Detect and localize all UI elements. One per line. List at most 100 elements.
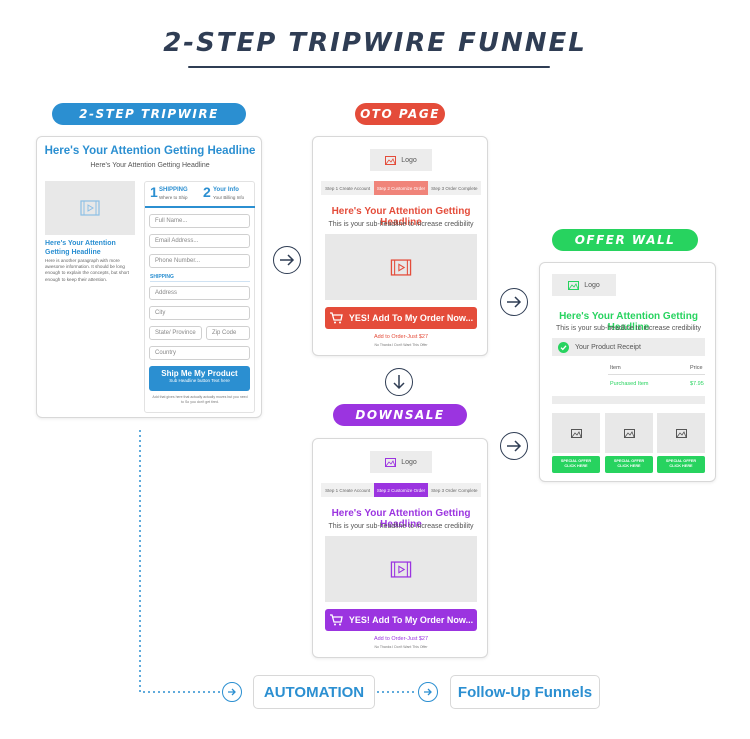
title-underline [188, 66, 550, 68]
automation-box[interactable]: AUTOMATION [253, 675, 375, 709]
arrow-right-icon [418, 682, 438, 702]
email-field[interactable]: Email Address... [149, 234, 250, 248]
arrow-right-icon [500, 288, 528, 316]
step2-sub: Your Billing Info [213, 195, 245, 200]
shipping-label: SHIPPING [150, 274, 174, 280]
downsale-no-thanks[interactable]: No Thanks I Don't Want This Offer [374, 645, 428, 649]
image-icon [568, 280, 580, 290]
image-icon [675, 428, 687, 438]
oto-step-2: Step 2 Customize Order [374, 181, 428, 195]
downsale-add-text[interactable]: Add to Order-Just $27 [373, 636, 429, 642]
image-icon [623, 428, 635, 438]
offer-tile-1: SPECIAL OFFER CLICK HERE [552, 413, 600, 473]
video-placeholder [45, 181, 135, 235]
step1-number: 1 [150, 184, 158, 200]
col-price: Price [690, 365, 703, 371]
tripwire-label: 2-STEP TRIPWIRE FUNNEL [52, 103, 246, 143]
receipt-divider [608, 374, 705, 375]
phone-field[interactable]: Phone Number... [149, 254, 250, 268]
offer-tile-2: SPECIAL OFFER CLICK HERE [605, 413, 653, 473]
zip-field[interactable]: Zip Code [206, 326, 250, 340]
image-icon [570, 428, 582, 438]
oto-subheadline: This is your sub-headline to increase cr… [328, 221, 474, 228]
offer-wall-page-card: Logo Here's Your Attention Getting Headl… [539, 262, 716, 482]
ship-button[interactable]: Ship Me My Product Sub Headline button T… [149, 366, 250, 391]
image-icon [385, 155, 397, 165]
tripwire-subheadline: Here's Your Attention Getting Headline [90, 162, 210, 169]
downsale-steps: Step 1 Create Account Step 2 Customize O… [321, 483, 481, 497]
downsale-subheadline: This is your sub-headline to increase cr… [328, 523, 474, 530]
address-field[interactable]: Address [149, 286, 250, 300]
full-name-field[interactable]: Full Name... [149, 214, 250, 228]
offer-wall-subheadline: This is your sub-headline to increase cr… [555, 325, 702, 332]
check-circle-icon [558, 341, 569, 353]
receipt-label: Your Product Receipt [575, 343, 641, 351]
offer-wall-logo: Logo [552, 274, 616, 296]
downsale-label: DOWNSALE PAGE [333, 404, 467, 444]
downsale-step-1: Step 1 Create Account [325, 487, 371, 493]
oto-add-button-label: YES! Add To My Order Now... [348, 313, 474, 323]
downsale-step-3: Step 3 Order Complete [431, 487, 478, 493]
video-icon [390, 560, 412, 578]
offer-tile-3: SPECIAL OFFER CLICK HERE [657, 413, 705, 473]
offer-button-1[interactable]: SPECIAL OFFER CLICK HERE [552, 456, 600, 473]
downsale-logo-text: Logo [401, 458, 417, 466]
receipt-total-bar [552, 396, 705, 404]
left-paragraph: Here is another paragraph with more awes… [45, 258, 130, 282]
cart-icon [329, 312, 343, 324]
left-headline: Here's Your Attention Getting Headline [45, 240, 116, 256]
downsale-page-card: Logo Step 1 Create Account Step 2 Custom… [312, 438, 488, 658]
oto-add-button[interactable]: YES! Add To My Order Now... [325, 307, 477, 329]
tripwire-page-card: Here's Your Attention Getting Headline H… [36, 136, 262, 418]
offer-wall-logo-text: Logo [584, 281, 600, 289]
arrow-right-icon [273, 246, 301, 274]
offer-wall-headline: Here's Your Attention Getting Headline [559, 311, 698, 333]
oto-step-1: Step 1 Create Account [325, 185, 371, 191]
offer-button-3[interactable]: SPECIAL OFFER CLICK HERE [657, 456, 705, 473]
offer-wall-label: OFFER WALL PAGE [552, 229, 698, 269]
oto-logo: Logo [370, 149, 432, 171]
step1-title: SHIPPING [159, 187, 188, 193]
offer-button-2[interactable]: SPECIAL OFFER CLICK HERE [605, 456, 653, 473]
dotted-connector [139, 430, 415, 693]
state-field[interactable]: State/ Province [149, 326, 202, 340]
country-field[interactable]: Country [149, 346, 250, 360]
oto-video [325, 234, 477, 300]
oto-label: OTO PAGE [355, 103, 445, 125]
ship-button-label: Ship Me My Product [161, 369, 238, 378]
downsale-video [325, 536, 477, 602]
city-field[interactable]: City [149, 306, 250, 320]
shipping-divider [150, 281, 250, 282]
step1-sub: Where to Ship [159, 195, 188, 200]
oto-add-text[interactable]: Add to Order-Just $27 [373, 334, 429, 340]
oto-no-thanks[interactable]: No Thanks I Don't Want This Offer [374, 343, 428, 347]
order-form: 1 SHIPPING Where to Ship 2 Your Info You… [144, 181, 255, 413]
follow-up-funnels-box[interactable]: Follow-Up Funnels [450, 675, 600, 709]
oto-logo-text: Logo [401, 156, 417, 164]
video-icon [80, 200, 100, 216]
form-steps: 1 SHIPPING Where to Ship 2 Your Info You… [145, 182, 255, 208]
offer-image-2 [605, 413, 653, 453]
downsale-add-button-label: YES! Add To My Order Now... [348, 615, 474, 625]
oto-steps: Step 1 Create Account Step 2 Customize O… [321, 181, 481, 195]
offer-image-3 [657, 413, 705, 453]
downsale-step-2: Step 2 Customize Order [374, 483, 428, 497]
downsale-headline: Here's Your Attention Getting Headline [331, 508, 471, 530]
step2-title: Your Info [213, 187, 239, 193]
oto-page-card: Logo Step 1 Create Account Step 2 Custom… [312, 136, 488, 356]
arrow-right-icon [222, 682, 242, 702]
purchased-item: Purchased Item [610, 381, 649, 387]
fine-print: Add that gives here that actually actual… [152, 395, 248, 404]
receipt-bar: Your Product Receipt [552, 338, 705, 356]
downsale-add-button[interactable]: YES! Add To My Order Now... [325, 609, 477, 631]
ship-button-sub: Sub Headline button Text here [169, 378, 230, 383]
step2-number: 2 [203, 184, 211, 200]
arrow-right-icon [500, 432, 528, 460]
tripwire-headline: Here's Your Attention Getting Headline [44, 145, 256, 157]
diagram-title: 2-STEP TRIPWIRE FUNNEL [163, 28, 587, 58]
image-icon [385, 457, 397, 467]
offer-image-1 [552, 413, 600, 453]
video-icon [390, 258, 412, 276]
col-item: Item [610, 365, 621, 371]
purchased-price: $7.95 [690, 381, 704, 387]
